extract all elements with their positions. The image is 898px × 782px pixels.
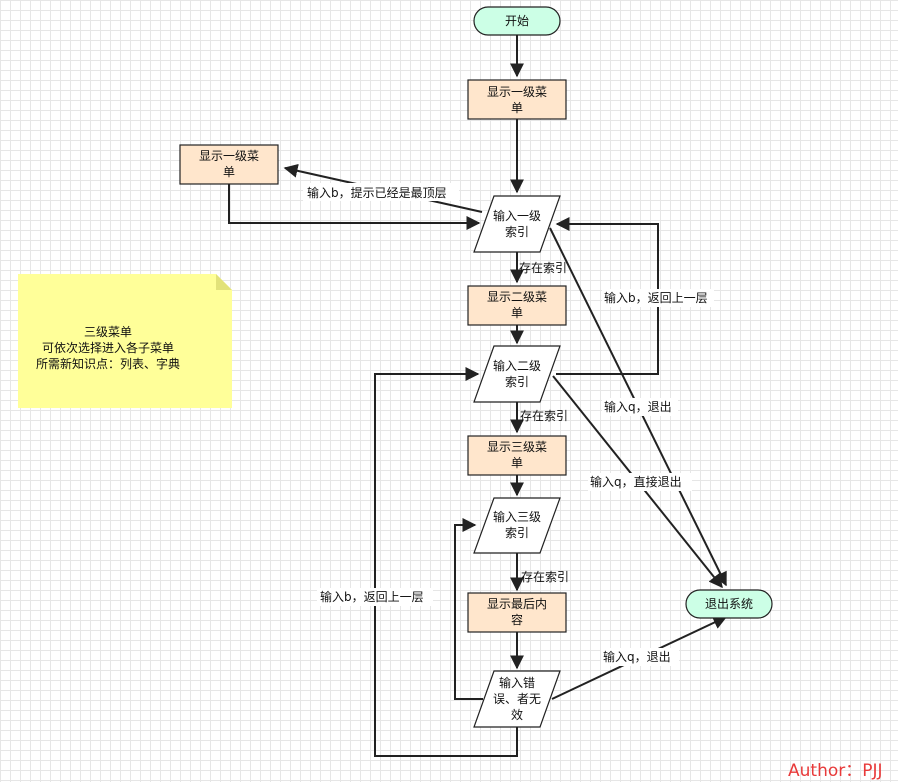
input-level1-node: 输入一级 索引 [473, 195, 561, 253]
edge-label-exists-index-2: 存在索引 [520, 409, 568, 423]
start-label: 开始 [505, 14, 529, 28]
edge-label-quit-2: 输入q，退出 [603, 649, 671, 664]
note-line-title: 三级菜单 [83, 325, 132, 339]
edge-label-top-layer-hint: 输入b，提示已经是最顶层 [307, 185, 447, 200]
input-level1-label-line1: 输入一级 [493, 208, 541, 223]
show-level2-menu-label-line1: 显示二级菜 [487, 290, 547, 304]
show-final-content-label-line2: 容 [511, 612, 523, 627]
nodes: 开始 显示一级菜 单 显示一级菜 单 输入一级 索引 显示二级菜 单 [179, 6, 773, 728]
show-level1-menu-label-line2: 单 [511, 101, 523, 115]
input-error-label-line1: 输入错 [499, 675, 535, 690]
edge-label-quit-direct: 输入q，直接退出 [590, 474, 682, 489]
input-level3-label-line1: 输入三级 [493, 509, 541, 524]
edges [228, 35, 728, 757]
edge-input-error-back-to-input-level3 [454, 518, 483, 700]
show-level1-menu-left-node: 显示一级菜 单 [179, 144, 279, 185]
edge-input-error-back-to-input-level2 [374, 367, 518, 757]
exit-node: 退出系统 [685, 589, 773, 619]
input-error-label-line2: 误、者无 [493, 692, 541, 706]
input-level3-label-line2: 索引 [505, 526, 529, 540]
edge-label-back-up-left: 输入b，返回上一层 [320, 589, 424, 604]
show-level1-menu-left-label-line1: 显示一级菜 [199, 149, 259, 163]
show-level2-menu-node: 显示二级菜 单 [467, 285, 567, 326]
show-level3-menu-label-line2: 单 [511, 456, 523, 470]
input-level2-label-line1: 输入二级 [493, 358, 541, 373]
show-level3-menu-label-line1: 显示三级菜 [487, 440, 547, 454]
edge-show-level1-left-to-input-level1 [228, 184, 481, 230]
edge-label-exists-index-1: 存在索引 [519, 261, 567, 275]
author-label: Author：PJJ [788, 761, 883, 781]
input-level2-node: 输入二级 索引 [473, 345, 561, 403]
edge-labels: 输入b，提示已经是最顶层 存在索引 输入b，返回上一层 输入q，退出 存在索引 … [303, 183, 714, 666]
sticky-note-text: 三级菜单 可依次选择进入各子菜单 所需新知识点：列表、字典 [18, 324, 198, 372]
show-level1-menu-node: 显示一级菜 单 [467, 79, 567, 120]
sticky-note-shape [18, 274, 232, 408]
sticky-note: 三级菜单 可依次选择进入各子菜单 所需新知识点：列表、字典 [18, 274, 232, 408]
input-error-label-line3: 效 [511, 707, 523, 722]
note-line-description: 可依次选择进入各子菜单 [41, 341, 174, 355]
note-line-knowledge: 所需新知识点：列表、字典 [35, 357, 180, 371]
show-level1-menu-label-line1: 显示一级菜 [487, 85, 547, 99]
start-node: 开始 [473, 6, 561, 36]
input-level3-node: 输入三级 索引 [473, 497, 561, 554]
input-error-node: 输入错 误、者无 效 [473, 670, 561, 728]
exit-label: 退出系统 [705, 597, 753, 611]
input-level2-label-line2: 索引 [505, 375, 529, 389]
show-level1-menu-left-label-line2: 单 [223, 165, 235, 179]
show-level3-menu-node: 显示三级菜 单 [467, 435, 567, 476]
edge-label-quit-1: 输入q，退出 [604, 399, 672, 414]
show-final-content-label-line1: 显示最后内 [487, 597, 547, 611]
show-level2-menu-label-line2: 单 [511, 306, 523, 320]
input-level1-label-line2: 索引 [505, 225, 529, 239]
show-final-content-node: 显示最后内 容 [467, 592, 567, 633]
edge-label-exists-index-3: 存在索引 [521, 570, 569, 584]
edge-label-back-up-right: 输入b，返回上一层 [604, 290, 708, 305]
